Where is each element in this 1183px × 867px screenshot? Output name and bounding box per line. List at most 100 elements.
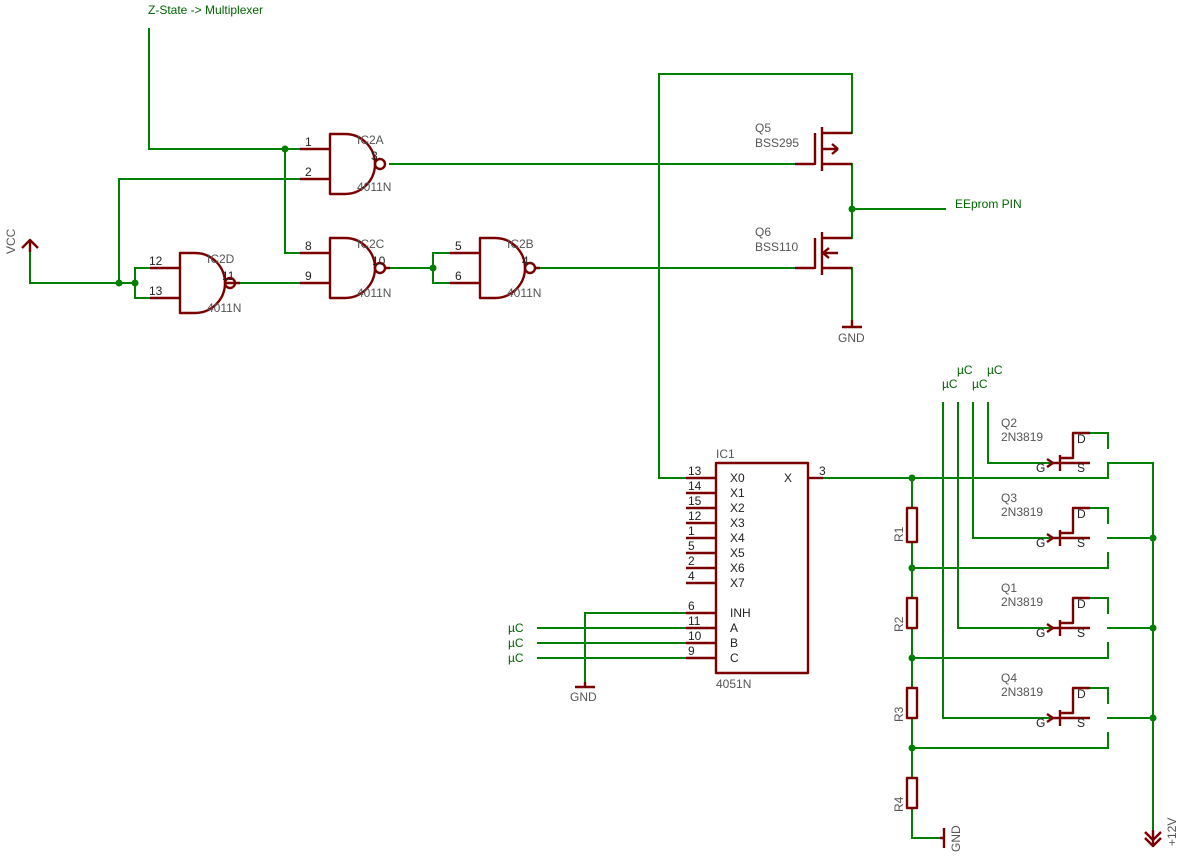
p-mosfet-icon: [795, 127, 852, 171]
pin-number: 8: [305, 239, 312, 253]
junction: [131, 279, 139, 287]
gate-ic2a-name: IC2A: [357, 133, 384, 147]
wire-q3-drain: [1089, 507, 1109, 524]
n-mosfet-icon: [795, 232, 852, 275]
jfet-pin-s: S: [1077, 536, 1085, 550]
wire-tap1: [911, 552, 1109, 569]
junction: [908, 474, 916, 482]
mux-pin-label: INH: [730, 606, 751, 620]
wires: [29, 28, 1154, 839]
gnd-symbol-inh: GND: [570, 682, 597, 704]
mosfet-q6: Q6 BSS110: [755, 225, 852, 275]
net-label-uc-q3: µC: [972, 377, 988, 391]
jfet-name: Q4: [1001, 671, 1017, 685]
junction: [429, 264, 437, 272]
vcc-symbol: VCC: [4, 228, 39, 254]
gate-ic2a: IC2A 4011N 1 2 3: [300, 132, 391, 196]
jfet-icon: [1053, 506, 1090, 546]
gate-ic2d-name: IC2D: [207, 252, 235, 266]
junction: [908, 564, 916, 572]
mosfet-q5: Q5 BSS295: [755, 121, 852, 171]
mux-pin-number: 12: [688, 509, 702, 523]
pin-number: 11: [222, 269, 235, 283]
mux-pin-number: 15: [688, 494, 702, 508]
junction: [115, 279, 123, 287]
wire-vcc-to-ic2a: [118, 178, 301, 284]
jfet-pin-g: G: [1036, 536, 1045, 550]
wire-uc-gate-q1: [957, 402, 1054, 629]
net-label-z-state: Z-State -> Multiplexer: [148, 3, 263, 17]
inversion-bubble: [373, 157, 387, 171]
jfet-value: 2N3819: [1001, 505, 1043, 519]
resistor-r4: R4: [892, 776, 919, 812]
pin-number: 9: [305, 269, 312, 283]
pin-number: 13: [149, 284, 163, 298]
gnd-label-inh: GND: [570, 690, 597, 704]
resistor-r3: R3: [892, 686, 919, 722]
wire-inh-gnd: [584, 612, 706, 688]
net-label-uc-a: µC: [508, 621, 524, 635]
jfet-name: Q3: [1001, 491, 1017, 505]
junction: [1149, 624, 1157, 632]
mux-pin-label: X6: [730, 561, 745, 575]
gate-ic2c: IC2C 4011N 8 9 10: [300, 236, 391, 300]
jfet-gate-arrow: [1046, 623, 1054, 633]
wire-ic2d-inputs: [134, 267, 151, 299]
mux-pin-label: X3: [730, 516, 745, 530]
mux-pin-label: C: [730, 651, 739, 665]
mux-pin-label: X4: [730, 531, 745, 545]
mosfet-arrow: [831, 143, 839, 155]
wire-ic2b-inputs: [432, 252, 451, 284]
inversion-bubble: [373, 261, 387, 275]
resistor-r1: R1: [892, 506, 919, 544]
gnd-label-q6: GND: [838, 331, 865, 345]
junction: [1149, 714, 1157, 722]
pin-number: 2: [305, 165, 312, 179]
junction: [848, 205, 856, 213]
wire-tap2: [911, 642, 1109, 659]
resistor-icon: [905, 506, 919, 544]
inversion-bubble: [223, 276, 237, 290]
jfet-pin-s: S: [1077, 461, 1085, 475]
wire-tap3: [911, 732, 1109, 749]
jfet-pin-g: G: [1036, 716, 1045, 730]
pin-number: 4: [522, 254, 529, 268]
gate-ic2b-name: IC2B: [507, 237, 534, 251]
pin-number: 12: [149, 254, 163, 268]
gnd-label-r4: GND: [949, 825, 963, 852]
net-label-uc-q4: µC: [942, 377, 958, 391]
inversion-bubble: [523, 261, 537, 275]
net-label-uc-q1: µC: [957, 363, 973, 377]
mux-pin-number: 4: [688, 569, 695, 583]
gate-ic2b-value: 4011N: [507, 286, 541, 300]
jfet-icon: [1053, 431, 1090, 471]
jfet-pin-d: D: [1077, 687, 1086, 701]
mux-pin-number: 14: [688, 479, 702, 493]
ground-icon: [940, 828, 946, 848]
resistor-name: R1: [892, 526, 906, 542]
mux-pin-label: X7: [730, 576, 745, 590]
wire-z-state: [148, 28, 301, 150]
mosfet-arrow: [822, 247, 830, 259]
gate-ic2a-value: 4011N: [357, 180, 391, 194]
v12-label: +12V: [1165, 818, 1179, 846]
mux-pin-label: A: [730, 621, 738, 635]
mux-pin-number: 2: [688, 554, 695, 568]
jfet-value: 2N3819: [1001, 595, 1043, 609]
ground-icon: [575, 682, 595, 689]
jfet-value: 2N3819: [1001, 685, 1043, 699]
mux-pin-label: X0: [730, 471, 745, 485]
wire-r4-gnd: [911, 807, 941, 839]
net-label-uc-q2: µC: [987, 363, 1003, 377]
mux-pin-number: 1: [688, 524, 695, 538]
resistor-name: R2: [892, 616, 906, 632]
junctions: [115, 145, 1157, 752]
wire-uc-gate-q2: [987, 402, 1054, 464]
jfet-pin-d: D: [1077, 597, 1086, 611]
